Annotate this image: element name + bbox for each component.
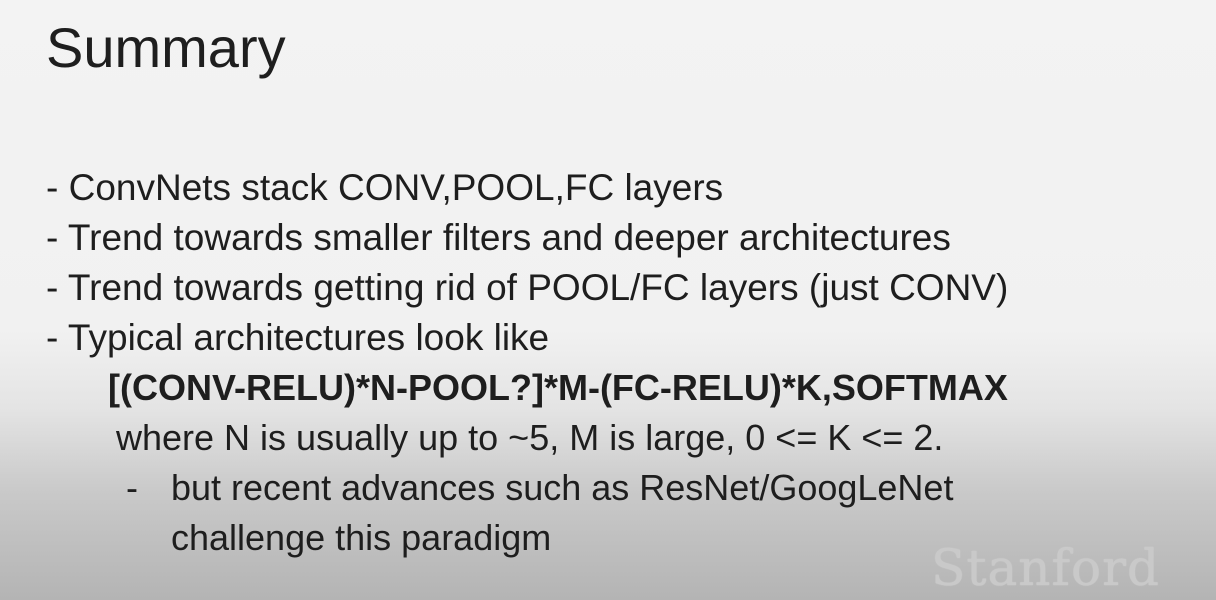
bullet-item: - Trend towards smaller filters and deep… [46, 217, 951, 258]
formula-explanation: where N is usually up to ~5, M is large,… [116, 417, 944, 458]
architecture-formula: [(CONV-RELU)*N-POOL?]*M-(FC-RELU)*K,SOFT… [108, 367, 1008, 408]
sub-bullet-marker: - [126, 467, 138, 508]
bullet-item: - Typical architectures look like [46, 317, 550, 358]
slide-title: Summary [46, 16, 286, 79]
bullet-item: - Trend towards getting rid of POOL/FC l… [46, 267, 1009, 308]
sub-bullet-text: but recent advances such as ResNet/GoogL… [171, 467, 954, 558]
sub-bullet: - but recent advances such as ResNet/Goo… [46, 463, 1196, 563]
bullet-item: - ConvNets stack CONV,POOL,FC layers [46, 167, 724, 208]
stanford-logo: Stanford [931, 539, 1160, 597]
bullet-list: - ConvNets stack CONV,POOL,FC layers - T… [46, 163, 1196, 563]
